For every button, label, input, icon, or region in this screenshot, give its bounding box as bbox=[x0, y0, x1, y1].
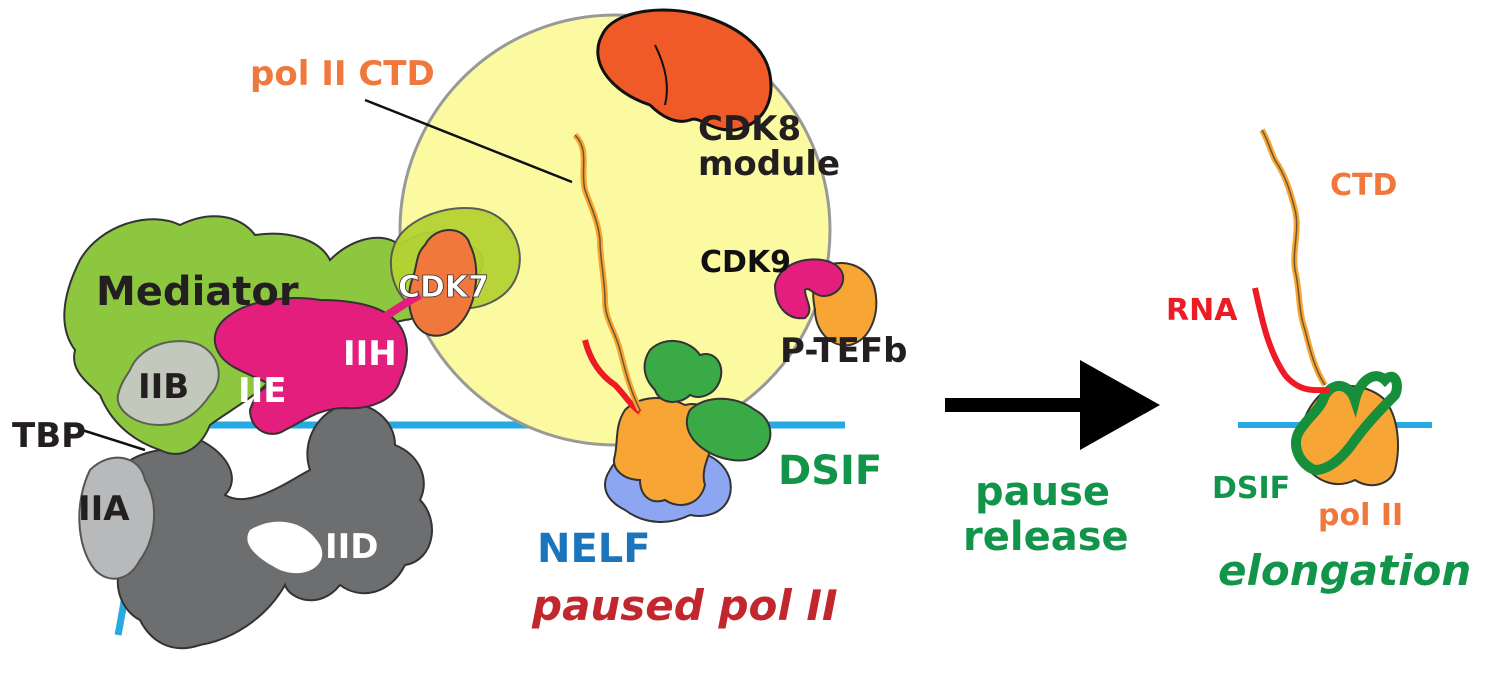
label-tbp: TBP bbox=[12, 416, 86, 456]
cdk9-magenta bbox=[773, 258, 845, 320]
label-pol2-right: pol II bbox=[1318, 498, 1403, 533]
label-pol2-ctd: pol II CTD bbox=[250, 54, 435, 94]
iid-inner-hole bbox=[247, 521, 323, 574]
label-cdk9: CDK9 bbox=[700, 245, 791, 280]
label-iia: IIA bbox=[78, 489, 130, 529]
label-cdk7: CDK7 bbox=[398, 270, 489, 305]
iih-cdk7-link bbox=[377, 291, 422, 324]
label-rna: RNA bbox=[1166, 293, 1238, 328]
cdk8-module-blob bbox=[596, 8, 773, 132]
label-iie: IIE bbox=[238, 371, 287, 411]
label-pause: pause bbox=[975, 469, 1110, 515]
label-elongation: elongation bbox=[1218, 546, 1471, 595]
transition-arrow bbox=[945, 360, 1160, 450]
label-release: release bbox=[963, 514, 1129, 560]
elongating-rna bbox=[1252, 287, 1331, 394]
iih-complex bbox=[213, 297, 408, 435]
ctd-leader-line bbox=[364, 98, 573, 184]
dsif-top-blob bbox=[643, 339, 723, 403]
ctd-tail-outline bbox=[574, 134, 641, 411]
elongating-ctd-outline bbox=[1261, 129, 1326, 386]
label-ptefb: P-TEFb bbox=[780, 331, 907, 371]
label-paused-pol-ii: paused pol II bbox=[531, 581, 838, 630]
label-cdk8-module: module bbox=[698, 144, 840, 184]
tbp-leader-line bbox=[81, 428, 146, 452]
label-cdk8: CDK8 bbox=[698, 109, 801, 149]
cdk7-orange-kinase bbox=[408, 229, 478, 337]
label-iib: IIB bbox=[138, 367, 189, 407]
label-ctd-right: CTD bbox=[1330, 168, 1397, 203]
paused-rna bbox=[582, 339, 642, 415]
iib-blob bbox=[116, 340, 220, 427]
label-mediator: Mediator bbox=[96, 269, 299, 315]
cdk8-module-crease bbox=[654, 44, 668, 106]
label-iid: IID bbox=[325, 527, 379, 567]
iia-blob bbox=[78, 456, 156, 580]
label-dsif-left: DSIF bbox=[778, 448, 882, 494]
dsif-side-blob bbox=[685, 397, 772, 462]
label-dsif-right: DSIF bbox=[1212, 471, 1290, 506]
label-iih: IIH bbox=[343, 334, 397, 374]
label-nelf: NELF bbox=[537, 526, 651, 572]
